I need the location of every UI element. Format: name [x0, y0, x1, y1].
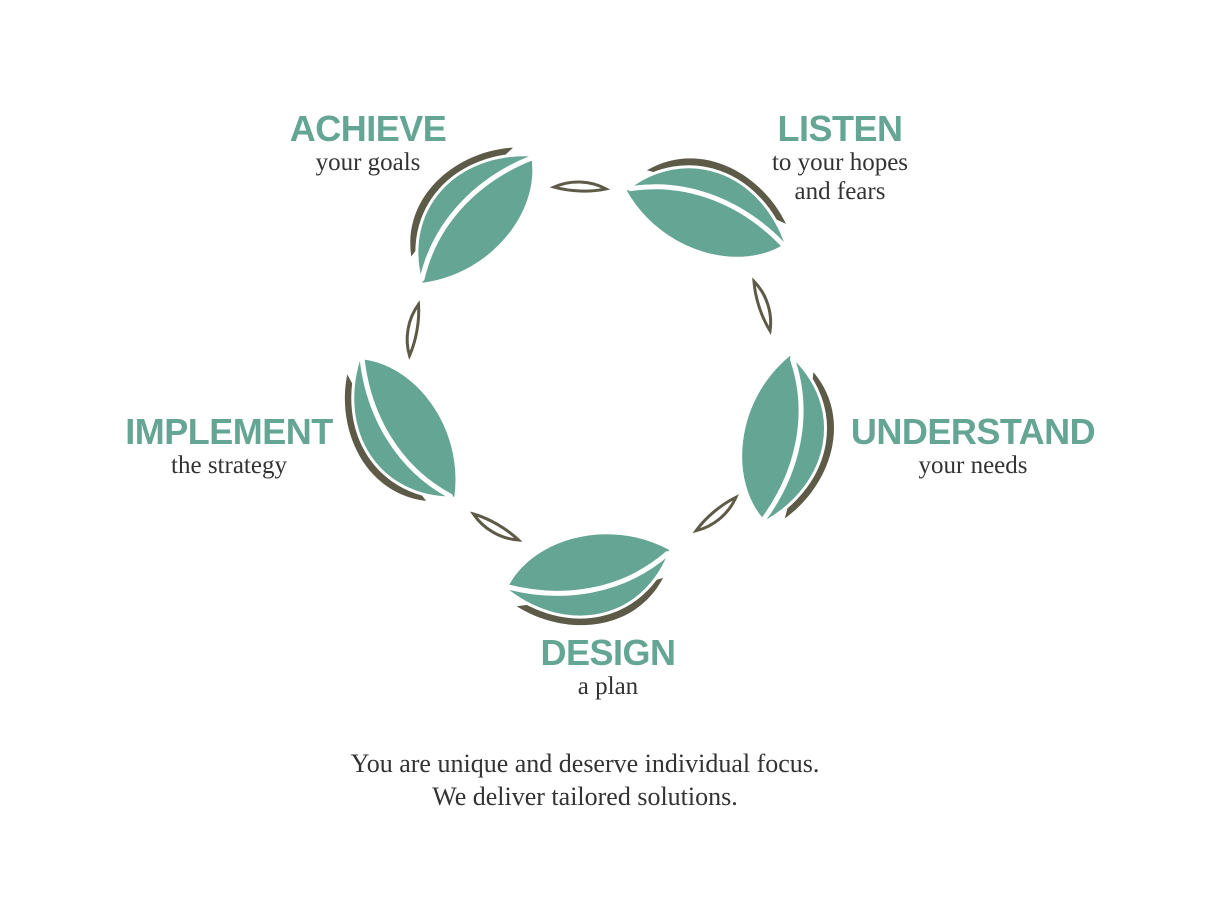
teal-leaf-2 — [503, 531, 673, 619]
leaf-vein-4 — [419, 155, 535, 282]
teal-leaf-1 — [739, 351, 827, 525]
tagline-line-2: We deliver tailored solutions. — [432, 782, 738, 811]
stem-connector-0 — [549, 180, 611, 193]
teal-leaf-0 — [622, 165, 789, 260]
leaf-vein-1 — [760, 356, 804, 523]
stems — [405, 180, 773, 542]
step-listen-subtitle-line-2: and fears — [794, 178, 886, 205]
teal-leaf-4 — [415, 153, 536, 287]
teal-leaf-3 — [351, 356, 459, 500]
step-achieve-subtitle: your goals — [315, 149, 421, 176]
stem-connector-2 — [692, 494, 739, 534]
step-listen-subtitle-line-1: to your hopes — [771, 149, 909, 176]
step-understand: UNDERSTAND your needs — [848, 413, 1098, 480]
tagline: You are unique and deserve individual fo… — [285, 747, 885, 813]
stem-connector-1 — [752, 277, 773, 335]
stem-connector-4 — [405, 300, 421, 360]
stem-connector-3 — [469, 511, 523, 542]
step-implement-subtitle: the strategy — [171, 452, 287, 479]
leaves — [344, 147, 834, 626]
step-design-title: DESIGN — [540, 632, 676, 673]
step-implement-title: IMPLEMENT — [125, 411, 333, 452]
leaf-vein-2 — [504, 551, 670, 596]
tagline-line-1: You are unique and deserve individual fo… — [350, 749, 820, 778]
step-design: DESIGN a plan — [508, 634, 708, 701]
leaf-vein-3 — [359, 356, 453, 499]
step-implement: IMPLEMENT the strategy — [116, 413, 342, 480]
step-achieve: ACHIEVE your goals — [268, 110, 468, 177]
step-understand-subtitle: your needs — [918, 452, 1028, 479]
step-design-subtitle: a plan — [577, 673, 639, 700]
step-achieve-title: ACHIEVE — [289, 108, 447, 149]
step-understand-title: UNDERSTAND — [850, 411, 1096, 452]
leaf-vein-0 — [627, 184, 787, 248]
step-listen-title: LISTEN — [777, 108, 903, 149]
step-listen: LISTEN to your hopes and fears — [740, 110, 940, 206]
